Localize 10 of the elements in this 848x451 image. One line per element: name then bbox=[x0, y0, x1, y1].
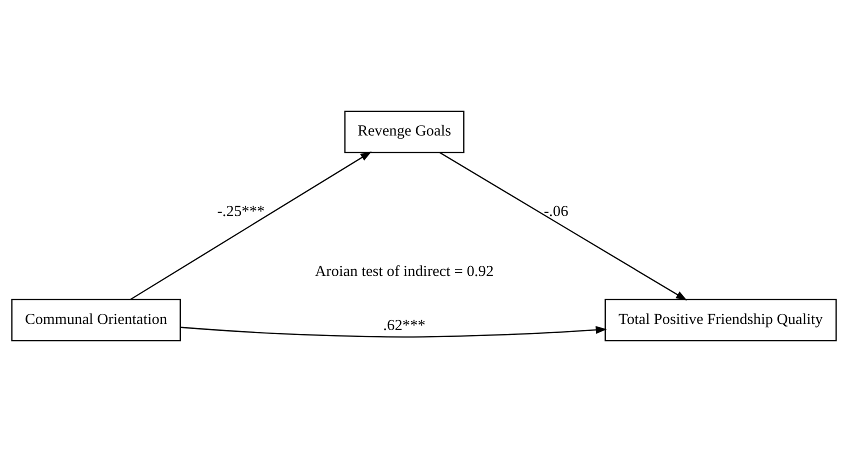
label: Aroian test of indirect = 0.92 bbox=[315, 262, 494, 280]
arrow bbox=[439, 152, 688, 300]
node-box: Communal Orientation bbox=[11, 298, 181, 341]
node-box: Total Positive Friendship Quality bbox=[604, 298, 837, 341]
edge-label: -.25*** bbox=[217, 202, 265, 220]
arrow bbox=[130, 150, 372, 300]
node-box: Revenge Goals bbox=[344, 110, 464, 153]
arrow bbox=[180, 326, 607, 338]
edge-label: -.06 bbox=[544, 202, 568, 220]
edge-label: .62*** bbox=[383, 316, 426, 334]
